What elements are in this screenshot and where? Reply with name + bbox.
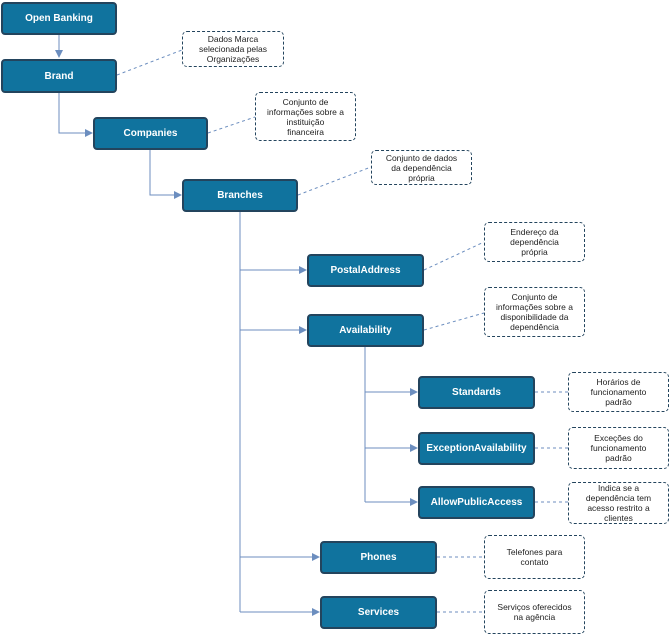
note-link-companies	[207, 116, 256, 134]
note-postal-address: Endereço da dependência própria	[484, 222, 585, 262]
note-exception-availability: Exceções do funcionamento padrão	[568, 427, 669, 469]
note-phones: Telefones para contato	[484, 535, 585, 579]
node-postal-address[interactable]: PostalAddress	[307, 254, 424, 287]
node-phones[interactable]: Phones	[320, 541, 437, 574]
node-branches[interactable]: Branches	[182, 179, 298, 212]
connector-brand-companies	[58, 93, 93, 137]
note-standards: Horários de funcionamento padrão	[568, 372, 669, 412]
note-brand: Dados Marca selecionada pelas Organizaçõ…	[182, 31, 284, 67]
node-allow-public-access[interactable]: AllowPublicAccess	[418, 486, 535, 519]
note-link-branches	[297, 166, 372, 196]
node-availability[interactable]: Availability	[307, 314, 424, 347]
note-link-postal-address	[423, 241, 485, 271]
note-services: Serviços oferecidos na agência	[484, 590, 585, 634]
note-link-brand	[116, 49, 183, 76]
note-allow-public-access: Indica se a dependência tem acesso restr…	[568, 482, 669, 524]
note-companies: Conjunto de informações sobre a institui…	[255, 92, 356, 141]
connector-companies-branches	[149, 150, 182, 199]
note-availability: Conjunto de informações sobre a disponib…	[484, 287, 585, 337]
note-link-availability	[423, 312, 485, 331]
node-services[interactable]: Services	[320, 596, 437, 629]
node-standards[interactable]: Standards	[418, 376, 535, 409]
note-branches: Conjunto de dados da dependência própria	[371, 150, 472, 185]
node-open-banking[interactable]: Open Banking	[1, 2, 117, 35]
node-companies[interactable]: Companies	[93, 117, 208, 150]
node-exception-availability[interactable]: ExceptionAvailability	[418, 432, 535, 465]
node-brand[interactable]: Brand	[1, 59, 117, 93]
